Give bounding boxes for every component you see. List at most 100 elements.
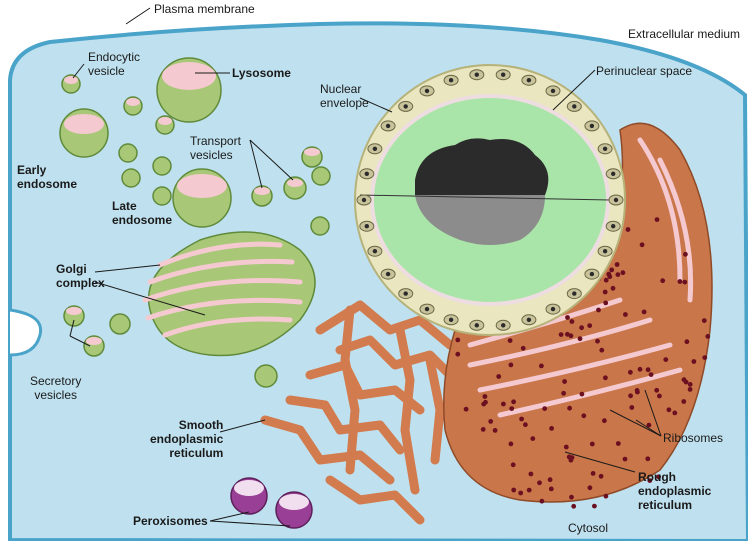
ribosome-dot (455, 337, 461, 343)
nuclear-pore-center (501, 323, 506, 328)
ribosome-dot (463, 406, 469, 412)
ribosome-dot (482, 394, 488, 399)
ribosome-dot (579, 325, 584, 331)
nuclear-pore-center (602, 249, 608, 254)
ribosome-dot (702, 355, 708, 360)
ribosome-dot (571, 503, 577, 509)
ribosome-dot (565, 331, 570, 337)
ribosome-dot (641, 309, 647, 315)
peroxisomes-label: Peroxisomes (133, 514, 208, 528)
nuclear-pore-center (611, 224, 616, 229)
ribosome-dot (691, 359, 697, 364)
nuclear-pore-center (611, 171, 616, 176)
late-endosome-label: Late endosome (112, 199, 173, 227)
ribosome-dot (682, 279, 688, 285)
ribosome-dot (628, 369, 633, 375)
ribosome-dot (687, 382, 693, 387)
ribosome-dot (666, 407, 672, 413)
ribosome-dot (625, 227, 631, 232)
cytosol-label: Cytosol (568, 521, 609, 535)
ribosome-dot (581, 413, 587, 419)
ribosome-dot (519, 416, 524, 422)
ribosome-dot (518, 490, 524, 496)
ribosome-dot (637, 366, 643, 372)
smooth-er-label: Smooth endoplasmic reticulum (150, 418, 224, 460)
golgi-complex-shape (142, 231, 316, 357)
nuclear-pore-center (501, 72, 506, 77)
ribosome-dot (548, 486, 554, 492)
ribosome-dot (602, 289, 608, 295)
nuclear-pore-center (448, 317, 454, 322)
transport-vesicles-label: Transport vesicles (190, 134, 241, 162)
ribosome-dot (687, 387, 693, 392)
ribosome-dot (603, 493, 609, 499)
early-endosome-label: Early endosome (17, 163, 78, 191)
golgi-complex-label: Golgi complex (56, 262, 105, 290)
nuclear-pore-center (364, 171, 369, 176)
nuclear-pore-center (372, 146, 378, 151)
ribosome-dot (507, 338, 513, 343)
ribosome-dot (562, 379, 567, 384)
nuclear-pore-center (589, 271, 595, 277)
nuclear-pore-center (385, 271, 391, 277)
ribosome-dot (606, 271, 612, 277)
ribosome-dot (508, 362, 514, 368)
ribosome-dot (596, 307, 601, 313)
nuclear-pore-center (613, 197, 619, 203)
nuclear-pore-center (602, 146, 608, 151)
nucleus-divider (359, 194, 611, 201)
nuclear-pore-center (403, 104, 408, 109)
nuclear-pore-center (403, 291, 408, 296)
chromatin-grey (415, 195, 545, 245)
ribosome-dot (567, 405, 572, 411)
ribosome-dot (622, 456, 628, 462)
nuclear-pore-center (424, 306, 430, 312)
ribosome-dot (603, 375, 608, 381)
ribosome-dot (677, 279, 683, 284)
smooth-er-shape (260, 300, 460, 525)
ribosome-dot (646, 422, 652, 428)
chromatin-dark (415, 138, 549, 195)
ribosome-dot (569, 494, 574, 500)
nuclear-pore-center (526, 78, 532, 83)
ribosome-dot (526, 487, 532, 493)
ribosome-dot (615, 441, 621, 446)
ribosome-dot (639, 242, 645, 248)
nuclear-pores (356, 69, 624, 331)
ribosome-dot (598, 473, 604, 479)
ribosome-dot (511, 399, 516, 405)
ribosomes-label: Ribosomes (663, 431, 724, 445)
ribosome-dot (615, 272, 621, 277)
ribosome-dot (480, 427, 486, 432)
ribosome-dot (530, 436, 536, 441)
nuclear-pore-center (361, 197, 367, 203)
ribosome-dot (628, 393, 633, 399)
ribosome-dot (558, 332, 564, 337)
nuclear-pore-center (385, 123, 391, 129)
ribosome-dot (542, 406, 548, 411)
ribosome-dot (629, 405, 635, 410)
nuclear-pore-center (424, 88, 430, 94)
ribosome-dot (565, 315, 570, 320)
ribosome-dot (654, 217, 660, 223)
ribosome-dot (520, 345, 526, 351)
ribosome-dot (511, 487, 517, 493)
ribosome-dot (509, 406, 515, 411)
nuclear-pore-center (448, 78, 454, 83)
ribosome-dot (681, 377, 687, 383)
extracellular-medium-label: Extracellular medium (628, 27, 741, 41)
leader-lines (69, 7, 662, 527)
ribosome-dot (609, 267, 615, 273)
ribosome-dot (569, 319, 575, 324)
ribosome-dot (602, 418, 607, 424)
ribosome-dot (455, 351, 461, 357)
ribosome-dot (645, 456, 651, 462)
ribosome-dot (547, 477, 553, 483)
ribosome-dot (483, 399, 488, 405)
ribosome-dot (599, 347, 605, 353)
nuclear-pore-center (572, 291, 577, 296)
nuclear-pore-center (572, 104, 577, 109)
ribosome-dot (683, 251, 688, 257)
ribosome-dot (528, 471, 534, 477)
nuclear-pore-center (589, 123, 595, 129)
